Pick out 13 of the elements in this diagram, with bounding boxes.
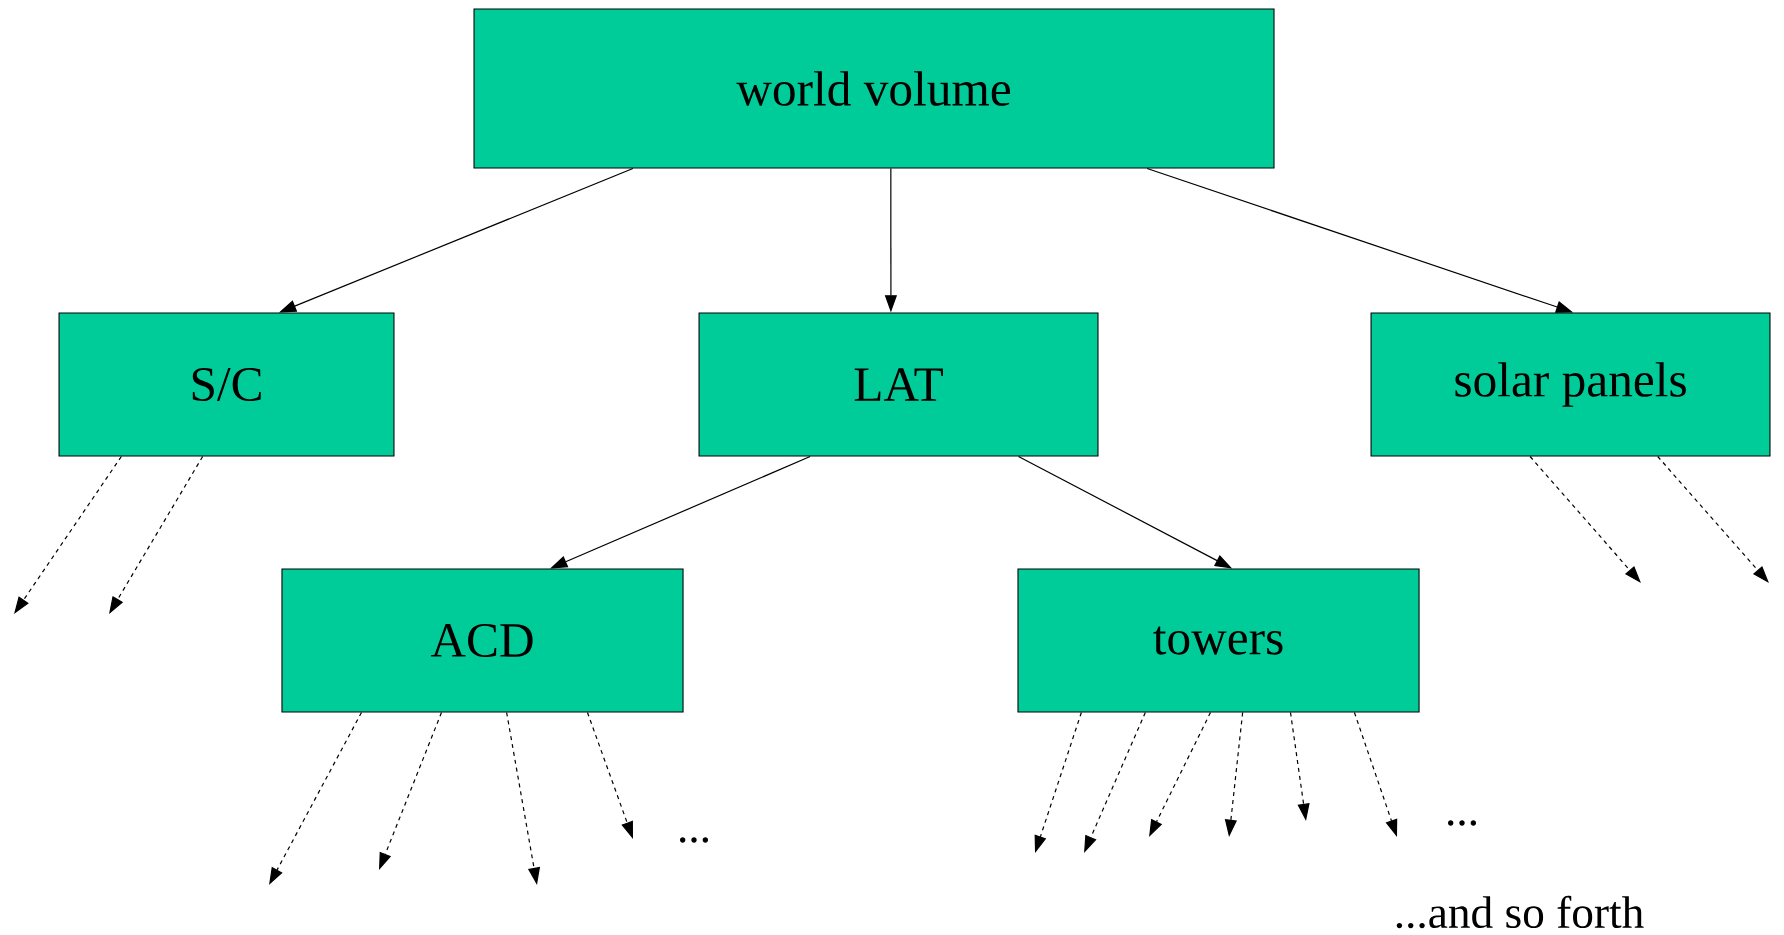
ellipsis-label: ... (680, 837, 708, 843)
note-label: ...and so forth (1396, 895, 1644, 929)
dashed-arrow (1529, 455, 1641, 583)
component-box: ACD (281, 568, 684, 713)
component-box: towers (1017, 568, 1420, 713)
dashed-arrow (14, 455, 122, 614)
component-box: S/C (58, 312, 395, 457)
component-box: LAT (698, 312, 1099, 457)
component-box: solar panels (1370, 312, 1771, 457)
dashed-arrow (109, 455, 204, 614)
ellipsis-label: ... (1448, 820, 1477, 826)
component-box: world volume (473, 8, 1275, 169)
dashed-arrow (1657, 455, 1769, 583)
